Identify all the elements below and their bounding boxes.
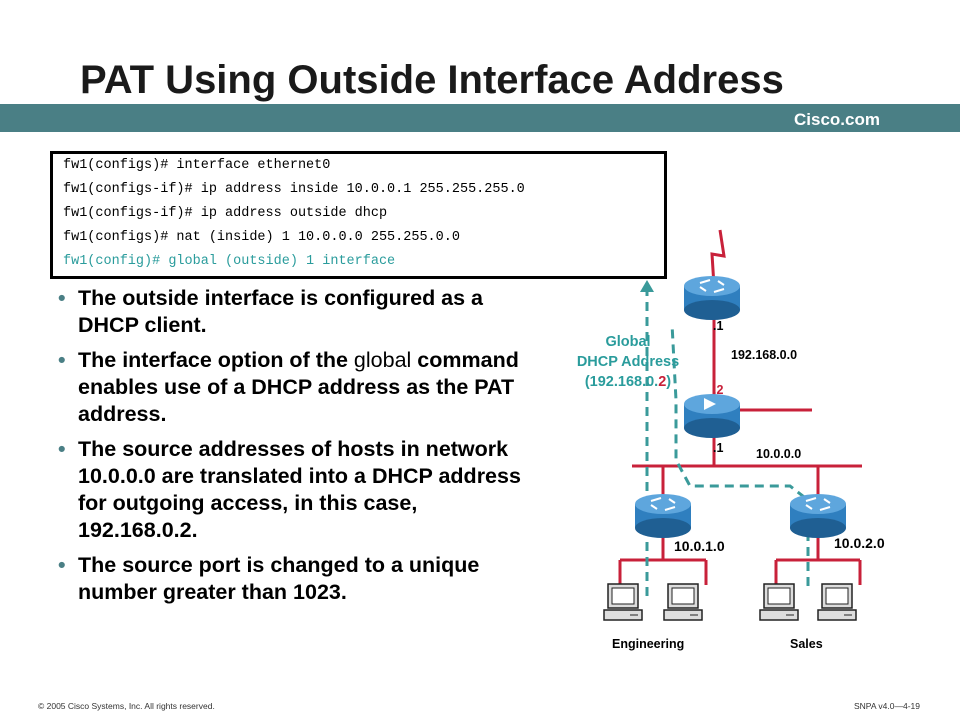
- eng-network-label: 10.0.1.0: [674, 538, 725, 554]
- global-label-line3: (192.168.0.2): [585, 374, 671, 390]
- config-code-box: fw1(configs)# interface ethernet0 fw1(co…: [50, 151, 667, 279]
- global-label-line1: Global: [605, 334, 650, 350]
- pix-outside-if-label: .2: [713, 383, 723, 397]
- router-icon: [635, 494, 691, 538]
- code-line: fw1(configs-if)# ip address inside 10.0.…: [63, 182, 525, 197]
- firewall-icon: [684, 394, 740, 438]
- bullet-keyword: global: [353, 348, 412, 372]
- code-line: fw1(configs)# nat (inside) 1 10.0.0.0 25…: [63, 230, 460, 245]
- translation-arrowhead: [640, 280, 654, 292]
- bullet-item: The source addresses of hosts in network…: [58, 436, 538, 544]
- bullet-text: The source addresses of hosts in network…: [78, 437, 521, 542]
- sales-network-label: 10.0.2.0: [834, 535, 885, 551]
- bullet-text: The interface option of the: [78, 348, 354, 372]
- router-icon: [790, 494, 846, 538]
- top-router-if-label: .1: [713, 319, 723, 333]
- global-label-line2: DHCP Address: [577, 354, 679, 370]
- code-line: fw1(configs-if)# ip address outside dhcp: [63, 206, 388, 221]
- code-line-highlight: fw1(config)# global (outside) 1 interfac…: [63, 254, 396, 269]
- title-bar: [0, 104, 960, 132]
- bullet-text: The outside interface is configured as a…: [78, 286, 484, 337]
- pc-icon: [603, 583, 643, 621]
- inside-network-label: 10.0.0.0: [756, 447, 801, 461]
- brand-logo: Cisco.com: [794, 110, 880, 129]
- bullet-item: The interface option of the global comma…: [58, 347, 538, 428]
- page-title: PAT Using Outside Interface Address: [80, 58, 784, 102]
- pc-icon: [759, 583, 799, 621]
- engineering-label: Engineering: [612, 637, 684, 651]
- bullet-list: The outside interface is configured as a…: [58, 285, 538, 614]
- network-diagram: Global DHCP Address (192.168.0.2) .1 192…: [577, 229, 885, 651]
- outside-network-label: 192.168.0.0: [731, 348, 797, 362]
- bullet-text: The source port is changed to a unique n…: [78, 553, 480, 604]
- pc-icon: [663, 583, 703, 621]
- router-icon: [684, 276, 740, 320]
- pix-inside-if-label: .1: [713, 441, 723, 455]
- wan-lightning-link: [710, 229, 726, 287]
- code-line: fw1(configs)# interface ethernet0: [63, 158, 331, 173]
- footer-copyright: © 2005 Cisco Systems, Inc. All rights re…: [38, 701, 215, 711]
- pc-icon: [817, 583, 857, 621]
- bullet-text: command enables use of a DHCP address as…: [78, 348, 519, 426]
- bullet-item: The outside interface is configured as a…: [58, 285, 538, 339]
- bullet-item: The source port is changed to a unique n…: [58, 552, 538, 606]
- sales-label: Sales: [790, 637, 823, 651]
- footer-course-id: SNPA v4.0—4-19: [854, 701, 920, 711]
